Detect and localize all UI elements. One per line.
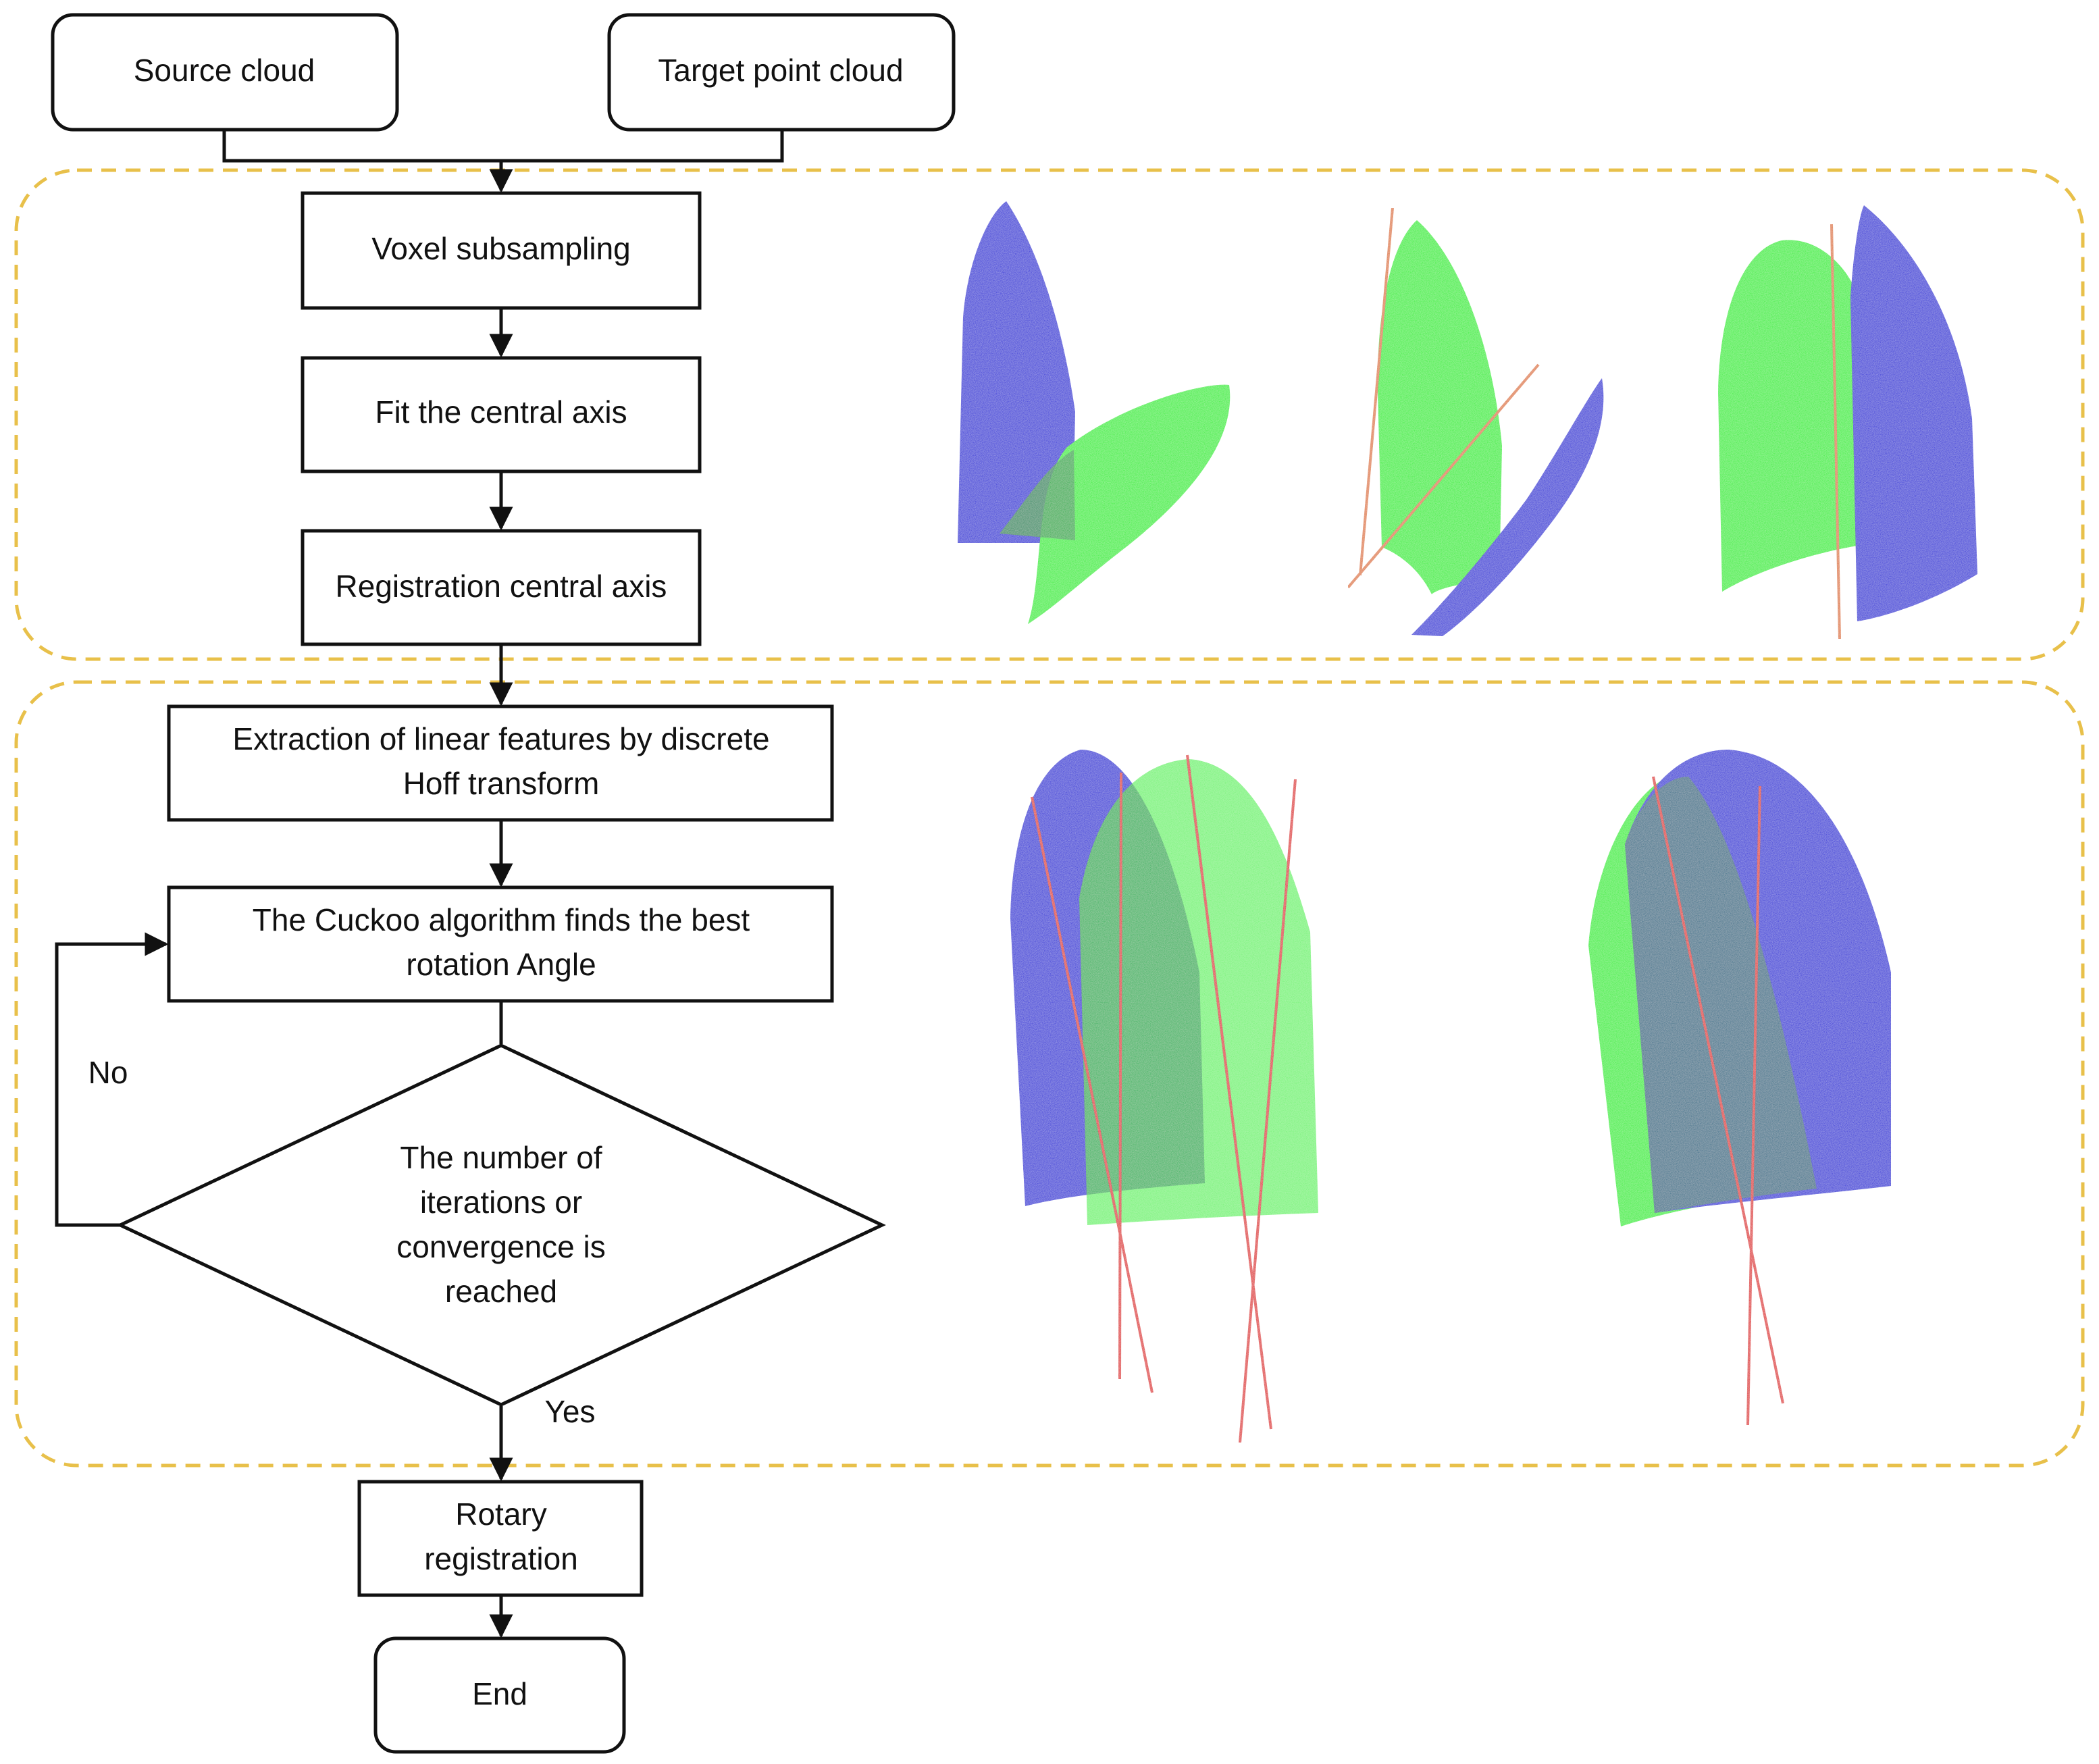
registration-central-axis-label: Registration central axis (336, 569, 667, 604)
pointcloud-hough-after (1588, 750, 1891, 1426)
end-node (373, 1636, 626, 1754)
decision-label-line-1: The number of (400, 1140, 602, 1175)
connector-source-merge (222, 130, 784, 163)
source-cloud-node (51, 13, 399, 132)
extraction-label-line-1: Extraction of linear features by discret… (232, 721, 769, 756)
hough-line-1 (1031, 796, 1154, 1393)
stage-rotation-search-group (14, 680, 2085, 1468)
hough-line-3 (1186, 754, 1272, 1430)
overlap-region-5 (1625, 777, 1817, 1213)
overlap-region-1 (1000, 450, 1075, 540)
pointcloud-hough-before (1010, 750, 1318, 1443)
decision-label-line-4: reached (445, 1274, 557, 1309)
rotary-registration-node (357, 1480, 644, 1597)
hough-line-4 (1239, 779, 1297, 1443)
voxel-subsampling-label: Voxel subsampling (371, 231, 631, 266)
cuckoo-node (167, 885, 834, 1003)
extraction-node (167, 704, 834, 822)
no-branch-label: No (88, 1055, 128, 1090)
stage-axis-alignment-group (14, 168, 2085, 661)
source-cloud-shape-3 (1850, 205, 1977, 621)
extraction-label-line-2: Hoff transform (403, 766, 600, 801)
end-label: End (472, 1676, 527, 1711)
target-cloud-shape-3 (1718, 240, 1857, 592)
yes-branch-label: Yes (544, 1394, 595, 1429)
decision-label-line-2: iterations or (420, 1185, 582, 1220)
hough-line-2 (1118, 772, 1122, 1380)
registration-central-axis-node (301, 529, 702, 646)
target-cloud-node (607, 13, 956, 132)
fitted-axis-line-1 (1359, 207, 1394, 576)
fit-central-axis-node (301, 356, 702, 473)
rotary-label-line-2: registration (424, 1541, 578, 1576)
target-cloud-shape-4 (1079, 759, 1318, 1225)
target-cloud-shape-1 (1028, 384, 1230, 624)
source-cloud-shape-1 (958, 201, 1075, 543)
hough-line-5 (1652, 776, 1784, 1404)
rotary-label-line-1: Rotary (455, 1497, 546, 1532)
fitted-axis-line-2 (1347, 363, 1540, 589)
source-cloud-label: Source cloud (134, 53, 315, 88)
voxel-subsampling-node (301, 191, 702, 310)
target-cloud-shape-2 (1377, 220, 1502, 594)
hough-line-6 (1746, 785, 1761, 1426)
connector-no-loop (55, 932, 169, 1227)
fit-central-axis-label: Fit the central axis (375, 394, 627, 430)
decision-label-line-3: convergence is (396, 1229, 605, 1264)
pointcloud-initial-pose (958, 201, 1230, 624)
target-cloud-label: Target point cloud (658, 53, 903, 88)
fitted-axis-line-3 (1830, 224, 1841, 640)
cuckoo-label-line-2: rotation Angle (406, 947, 596, 982)
cuckoo-label-line-1: The Cuckoo algorithm finds the best (253, 902, 750, 937)
pointcloud-axis-registered (1718, 205, 1977, 640)
pointcloud-fitted-axis (1347, 207, 1604, 636)
convergence-decision (116, 1043, 886, 1407)
